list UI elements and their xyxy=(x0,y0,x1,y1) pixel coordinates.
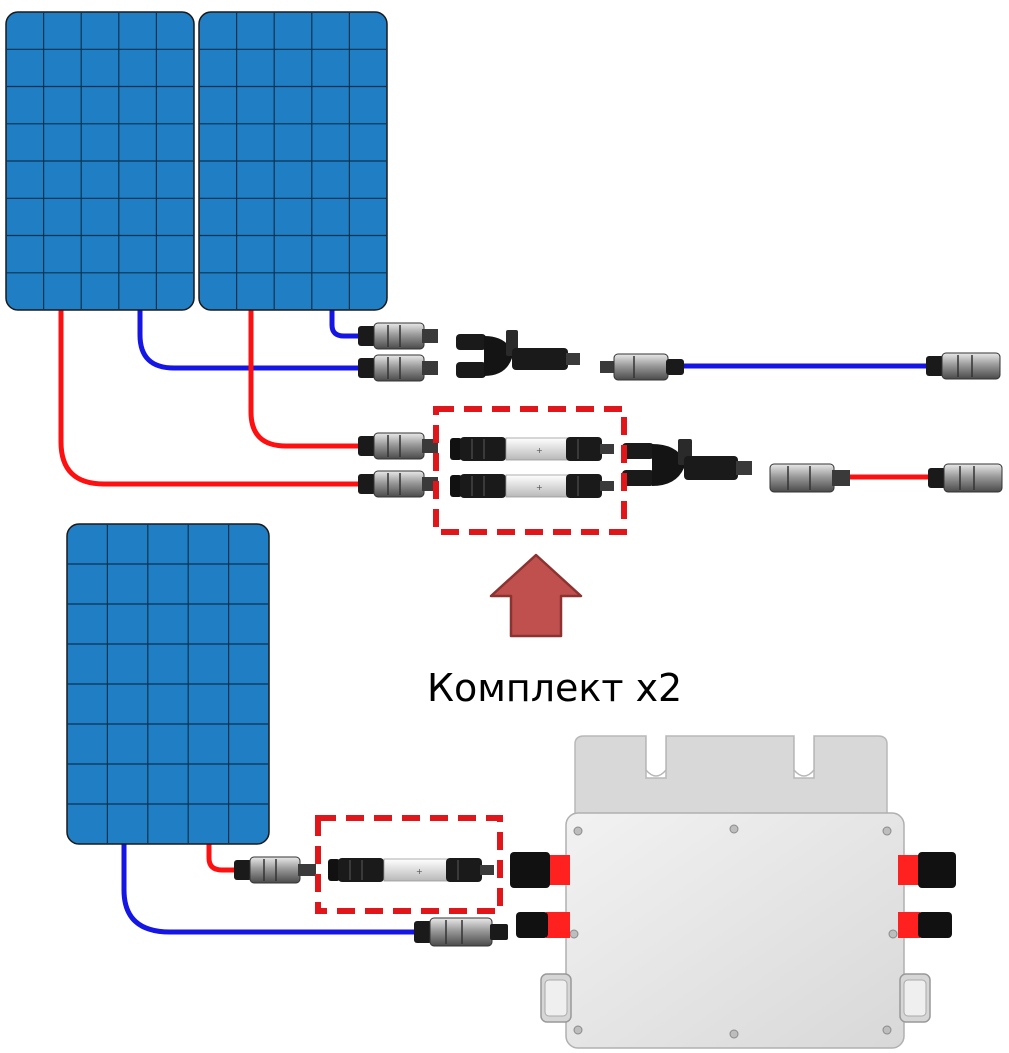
wires xyxy=(58,310,932,935)
svg-text:+: + xyxy=(536,446,543,455)
highlight-box xyxy=(315,815,503,914)
mc4-connector-icon xyxy=(600,353,684,381)
inline-fuse-icon: + xyxy=(328,858,494,882)
wire-positive xyxy=(58,310,362,487)
solar-panel-icon xyxy=(5,11,195,311)
wire-negative xyxy=(329,310,362,339)
mc4-connector-icon xyxy=(358,354,438,382)
solar-panel-icon xyxy=(66,523,270,845)
svg-text:+: + xyxy=(536,483,543,492)
highlight-box xyxy=(433,406,627,535)
mc4-connector-icon xyxy=(234,856,316,884)
svg-text:+: + xyxy=(416,867,423,876)
wire-negative xyxy=(121,843,418,935)
inline-fuse-icon: + xyxy=(450,474,614,498)
inline-fuse-icon: + xyxy=(450,437,614,461)
wire-positive xyxy=(248,310,362,449)
mc4-connector-icon xyxy=(414,917,508,947)
mc4-connector-icon xyxy=(769,463,850,493)
mc4-connector-icon xyxy=(358,322,438,350)
wire-positive xyxy=(206,843,238,873)
mc4-connector-icon xyxy=(926,352,1001,380)
arrow-up-icon xyxy=(489,553,583,638)
kit-caption: Комплект x2 xyxy=(427,666,682,710)
wire-negative xyxy=(137,310,362,371)
mc4-connector-icon xyxy=(928,463,1003,493)
solar-panel-icon xyxy=(198,11,388,311)
mc4-connector-icon xyxy=(358,432,438,460)
microinverter-icon xyxy=(510,735,956,1049)
mc4-connector-icon xyxy=(358,470,438,498)
branch-connector-icon xyxy=(456,330,580,378)
branch-connector-icon xyxy=(622,439,752,486)
